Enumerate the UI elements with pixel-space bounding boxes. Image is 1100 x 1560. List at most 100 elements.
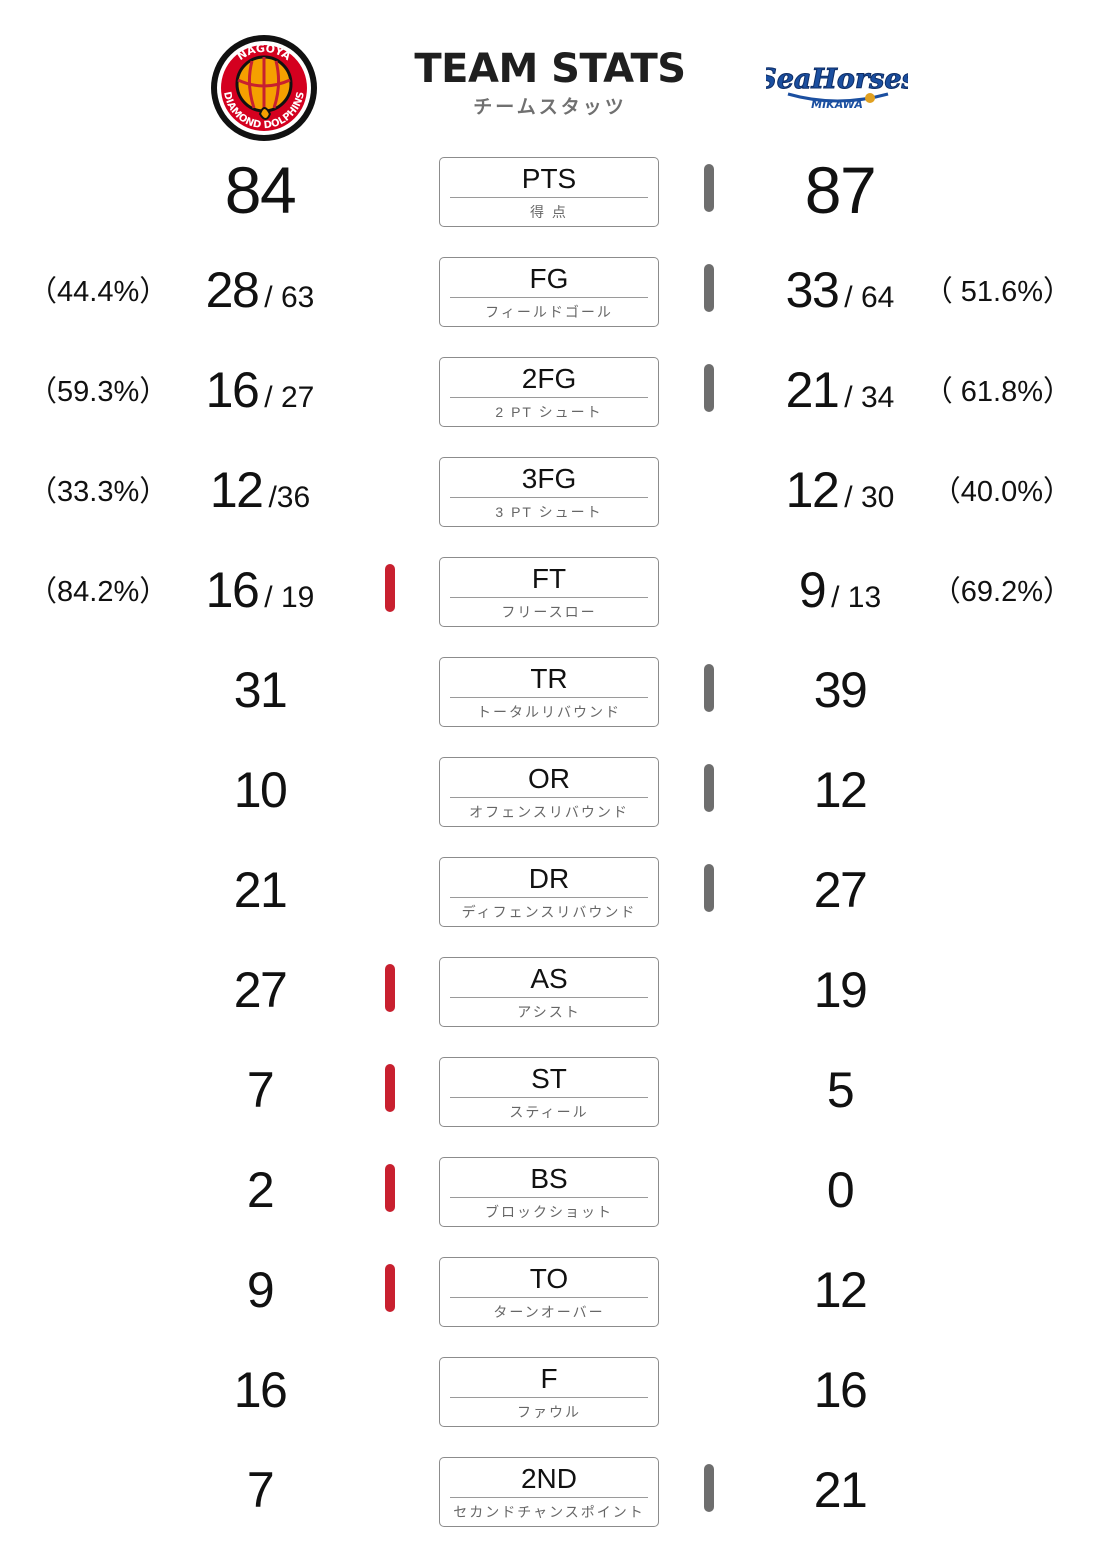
away-leader-bar	[704, 164, 714, 212]
home-value: 12/36	[160, 458, 360, 530]
home-made: 28	[205, 262, 260, 318]
away-value: 5	[740, 1058, 940, 1122]
home-made: 31	[233, 662, 288, 718]
away-made: 27	[813, 862, 868, 918]
away-value: 21	[740, 1458, 940, 1522]
stat-label-box: BS ブロックショット	[439, 1157, 659, 1227]
home-made: 16	[205, 562, 260, 618]
away-value: 12	[740, 758, 940, 822]
stat-label-box: 2ND セカンドチャンスポイント	[439, 1457, 659, 1527]
home-made: 27	[233, 962, 288, 1018]
home-value: 7	[160, 1458, 360, 1522]
away-percentage: （ 51.6%）	[923, 276, 1072, 308]
stat-abbr: ST	[531, 1063, 567, 1094]
away-leader-bar	[704, 264, 714, 312]
home-percentage: （44.4%）	[28, 276, 169, 308]
home-leader-bar	[385, 1264, 395, 1312]
page-subtitle: チームスタッツ	[473, 97, 627, 118]
home-made: 84	[224, 153, 297, 227]
away-value: 87	[740, 152, 940, 228]
away-value: 16	[740, 1358, 940, 1422]
home-value: 10	[160, 758, 360, 822]
stat-abbr: F	[540, 1363, 558, 1394]
stat-jp-label: ファウル	[517, 1404, 581, 1420]
stat-jp-label: スティール	[509, 1104, 589, 1120]
home-team-logo: NAGOYA DIAMOND DOLPHINS	[210, 34, 318, 142]
home-leader-bar	[385, 564, 395, 612]
stat-jp-label: アシスト	[517, 1004, 581, 1020]
away-made: 5	[826, 1062, 855, 1118]
away-value: 12/ 30	[740, 458, 940, 530]
home-value: 9	[160, 1258, 360, 1322]
stat-row-tr: 31 TR トータルリバウンド 39	[0, 650, 1100, 750]
stat-row-3fg: （33.3%）12/36 3FG 3 PT シュート 12/ 30（40.0%）	[0, 450, 1100, 550]
home-percentage: （84.2%）	[28, 576, 169, 608]
away-value: 9/ 13	[740, 558, 940, 630]
stat-abbr: PTS	[521, 163, 577, 194]
home-value: 16	[160, 1358, 360, 1422]
home-percentage: （59.3%）	[28, 376, 169, 408]
stat-label-box: ST スティール	[439, 1057, 659, 1127]
stat-jp-label: フィールドゴール	[485, 304, 613, 320]
stat-divider	[450, 1397, 648, 1398]
stat-row-to: 9 TO ターンオーバー 12	[0, 1250, 1100, 1350]
stat-label-box: TO ターンオーバー	[439, 1257, 659, 1327]
stat-label-box: F ファウル	[439, 1357, 659, 1427]
stat-jp-label: フリースロー	[501, 604, 597, 620]
away-made: 12	[813, 762, 868, 818]
stat-divider	[450, 1497, 648, 1498]
stat-abbr: TO	[529, 1263, 569, 1294]
stat-label-box: AS アシスト	[439, 957, 659, 1027]
stat-row-fg: （44.4%）28/ 63 FG フィールドゴール 33/ 64（ 51.6%）	[0, 250, 1100, 350]
stat-row-dr: 21 DR ディフェンスリバウンド 27	[0, 850, 1100, 950]
stat-row-pts: 84 PTS 得 点 87	[0, 150, 1100, 250]
away-percentage: （40.0%）	[931, 476, 1072, 508]
stat-jp-label: ブロックショット	[485, 1204, 613, 1220]
stat-divider	[450, 1197, 648, 1198]
stat-label-box: TR トータルリバウンド	[439, 657, 659, 727]
home-made: 9	[246, 1262, 275, 1318]
stat-row-or: 10 OR オフェンスリバウンド 12	[0, 750, 1100, 850]
away-made: 16	[813, 1362, 868, 1418]
svg-text:NAGOYA: NAGOYA	[235, 42, 294, 64]
away-value: 19	[740, 958, 940, 1022]
stat-abbr: 2FG	[521, 363, 577, 394]
away-made: 33	[785, 262, 840, 318]
away-made: 12	[785, 462, 840, 518]
stat-jp-label: 3 PT シュート	[495, 504, 603, 520]
home-value: 31	[160, 658, 360, 722]
home-attempts: /36	[268, 481, 311, 514]
stat-divider	[450, 1297, 648, 1298]
away-value: 27	[740, 858, 940, 922]
home-made: 21	[233, 862, 288, 918]
stat-row-bs: 2 BS ブロックショット 0	[0, 1150, 1100, 1250]
away-value: 33/ 64	[740, 258, 940, 330]
stat-abbr: BS	[530, 1163, 568, 1194]
away-attempts: / 30	[844, 481, 895, 514]
away-value: 0	[740, 1158, 940, 1222]
svg-text:MIKAWA: MIKAWA	[811, 98, 863, 111]
stat-divider	[450, 697, 648, 698]
page-title: TEAM STATS	[414, 46, 686, 92]
away-leader-bar	[704, 664, 714, 712]
stat-divider	[450, 797, 648, 798]
away-made: 21	[813, 1462, 868, 1518]
stat-abbr: 3FG	[521, 463, 577, 494]
away-value: 21/ 34	[740, 358, 940, 430]
stat-row-2fg: （59.3%）16/ 27 2FG 2 PT シュート 21/ 34（ 61.8…	[0, 350, 1100, 450]
stat-abbr: OR	[528, 763, 570, 794]
away-leader-bar	[704, 764, 714, 812]
away-attempts: / 13	[831, 581, 882, 614]
home-percentage: （33.3%）	[28, 476, 169, 508]
home-attempts: / 19	[264, 581, 315, 614]
stat-label-box: OR オフェンスリバウンド	[439, 757, 659, 827]
stat-abbr: AS	[530, 963, 568, 994]
stat-row-ft: （84.2%）16/ 19 FT フリースロー 9/ 13（69.2%）	[0, 550, 1100, 650]
stat-jp-label: セカンドチャンスポイント	[453, 1504, 645, 1520]
stat-abbr: FT	[531, 563, 567, 594]
away-attempts: / 34	[844, 381, 895, 414]
stat-label-box: PTS 得 点	[439, 157, 659, 227]
home-value: 21	[160, 858, 360, 922]
stat-label-box: 2FG 2 PT シュート	[439, 357, 659, 427]
away-leader-bar	[704, 1464, 714, 1512]
